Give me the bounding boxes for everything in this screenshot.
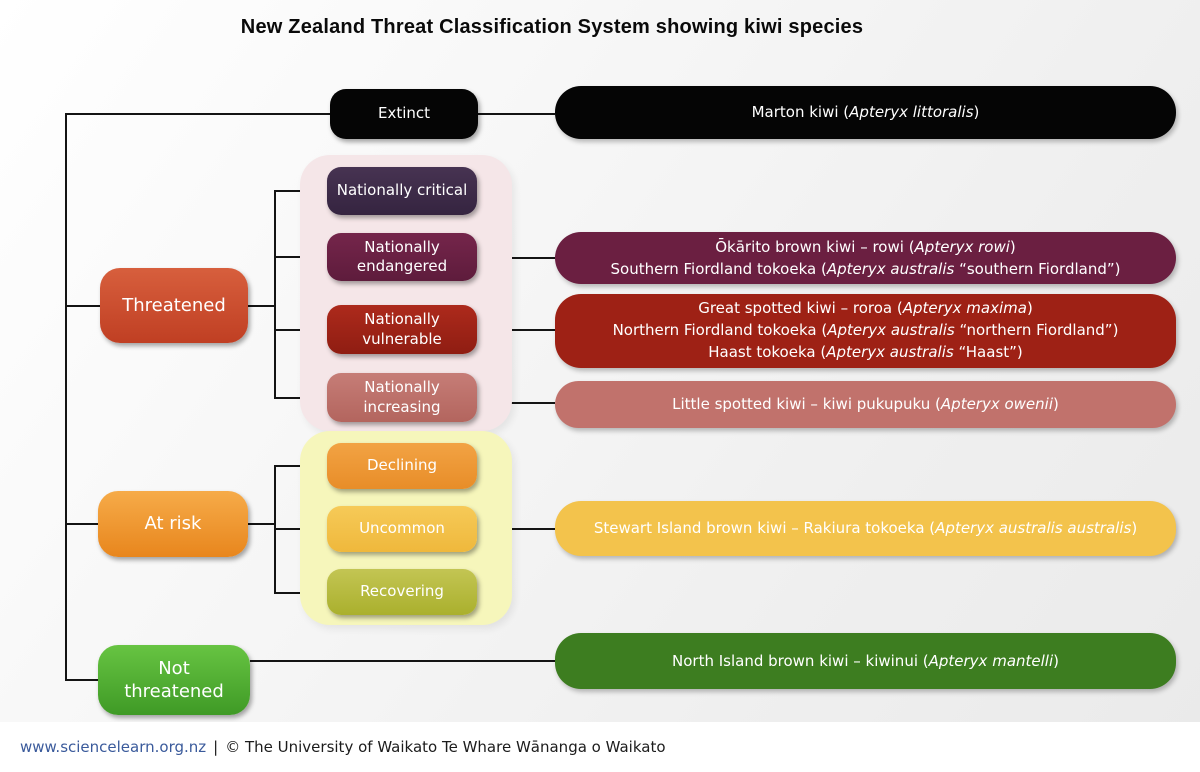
node-nationally-critical: Nationally critical (327, 167, 477, 215)
node-nationally-increasing: Nationally increasing (327, 373, 477, 422)
node-nationally-vulnerable-label: Nationally vulnerable (362, 310, 442, 348)
scientific-name: Apteryx owenii (940, 395, 1054, 414)
species-bar-nationally-increasing: Little spotted kiwi – kiwi pukupuku (Apt… (555, 381, 1176, 428)
node-at-risk: At risk (98, 491, 248, 557)
scientific-name: Apteryx rowi (914, 237, 1010, 256)
sciencelearn-link[interactable]: www.sciencelearn.org.nz (20, 738, 207, 756)
species-bar-nationally-endangered: Ōkārito brown kiwi – rowi (Apteryx rowi)… (555, 232, 1176, 284)
node-nationally-vulnerable: Nationally vulnerable (327, 305, 477, 354)
node-nationally-endangered-label: Nationally endangered (356, 237, 448, 276)
connector-threatened-out (248, 305, 276, 307)
connector-notthreatened-branch (65, 679, 98, 681)
node-nationally-increasing-label: Nationally increasing (363, 378, 441, 416)
footer-separator: | (213, 738, 219, 756)
species-line: Great spotted kiwi – roroa (Apteryx maxi… (698, 299, 1033, 318)
node-uncommon-label: Uncommon (359, 519, 445, 538)
node-not-threatened: Not threatened (98, 645, 250, 715)
connector-extinct-bar (477, 113, 555, 115)
species-line: North Island brown kiwi – kiwinui (Apter… (672, 651, 1059, 670)
node-declining-label: Declining (366, 456, 438, 475)
node-threatened: Threatened (100, 268, 248, 343)
scientific-name: Apteryx mantelli (928, 651, 1054, 670)
node-nationally-endangered: Nationally endangered (327, 233, 477, 281)
species-line: Little spotted kiwi – kiwi pukupuku (Apt… (672, 395, 1059, 414)
scientific-name: Apteryx australis (827, 321, 955, 340)
scientific-name: Apteryx australis (826, 260, 955, 278)
connector-atrisk-branch (65, 523, 98, 525)
connector-threatened-branch (65, 305, 100, 307)
connector-threatened-trunk (274, 190, 276, 399)
page-title: New Zealand Threat Classification System… (240, 16, 864, 38)
node-extinct-label: Extinct (377, 104, 431, 123)
node-uncommon: Uncommon (327, 506, 477, 552)
species-bar-nationally-vulnerable: Great spotted kiwi – roroa (Apteryx maxi… (555, 294, 1176, 368)
connector-main-trunk (65, 113, 67, 681)
species-line: Marton kiwi (Apteryx littoralis) (751, 103, 980, 122)
footer-credit: © The University of Waikato Te Whare Wān… (225, 738, 666, 756)
species-line: Stewart Island brown kiwi – Rakiura toko… (593, 519, 1138, 538)
node-extinct: Extinct (330, 89, 478, 139)
node-threatened-label: Threatened (122, 294, 226, 316)
species-line: Northern Fiordland tokoeka (Apteryx aust… (612, 321, 1119, 340)
node-at-risk-label: At risk (144, 513, 202, 535)
connector-vulnerable-bar (477, 329, 555, 331)
node-nationally-critical-label: Nationally critical (336, 181, 468, 200)
connector-extinct-branch (65, 113, 330, 115)
connector-atrisk-out (248, 523, 276, 525)
connector-endangered-bar (477, 257, 555, 259)
species-line: Haast tokoeka (Apteryx australis “Haast”… (708, 342, 1023, 361)
species-line: Ōkārito brown kiwi – rowi (Apteryx rowi) (715, 237, 1016, 256)
connector-uncommon-bar (477, 528, 555, 530)
connector-increasing-bar (477, 402, 555, 404)
species-line: Southern Fiordland tokoeka (Apteryx aust… (610, 260, 1121, 278)
scientific-name: Apteryx australis australis (935, 519, 1132, 538)
node-recovering-label: Recovering (360, 582, 444, 601)
species-bar-uncommon: Stewart Island brown kiwi – Rakiura toko… (555, 501, 1176, 556)
scientific-name: Apteryx littoralis (849, 103, 974, 122)
connector-notthreatened-bar (250, 660, 555, 662)
species-bar-not-threatened: North Island brown kiwi – kiwinui (Apter… (555, 633, 1176, 689)
species-bar-extinct: Marton kiwi (Apteryx littoralis) (555, 86, 1176, 139)
scientific-name: Apteryx australis (826, 342, 954, 361)
footer: www.sciencelearn.org.nz | © The Universi… (0, 722, 1200, 772)
node-recovering: Recovering (327, 569, 477, 615)
node-not-threatened-label: Not threatened (124, 657, 224, 702)
scientific-name: Apteryx maxima (902, 299, 1027, 318)
node-declining: Declining (327, 443, 477, 489)
